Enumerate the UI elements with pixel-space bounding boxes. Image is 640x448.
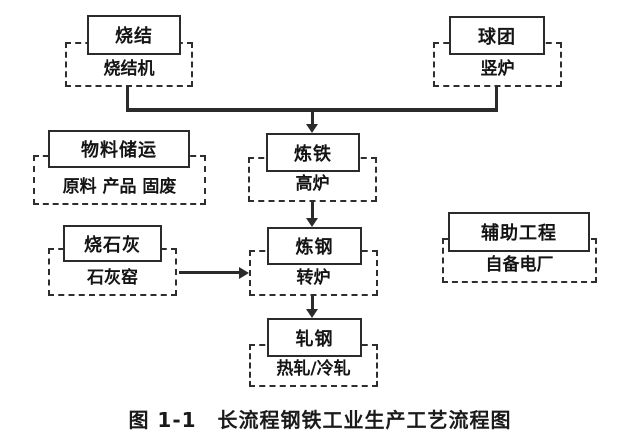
node-sinter-detail: 烧结机 <box>103 59 155 79</box>
connector-merge-to-ironmaking-shaft <box>311 110 314 125</box>
node-pellet-title: 球团 <box>478 26 516 48</box>
node-steelmaking-detail: 转炉 <box>296 268 331 288</box>
node-auxiliary-detail: 自备电厂 <box>485 255 554 275</box>
node-pellet-detail: 竖炉 <box>480 59 515 79</box>
arrow-into-ironmaking-icon <box>306 124 318 133</box>
figure-caption: 图 1-1 长流程钢铁工业生产工艺流程图 <box>128 408 512 432</box>
arrow-into-steelmaking-icon <box>306 218 318 227</box>
node-steelmaking-title: 炼钢 <box>295 237 334 258</box>
node-material-title: 物料储运 <box>81 140 157 161</box>
node-sinter-title: 烧结 <box>115 26 153 47</box>
node-auxiliary-title-box: 辅助工程 <box>448 212 590 252</box>
node-auxiliary-title: 辅助工程 <box>481 223 557 244</box>
node-ironmaking-title: 炼铁 <box>294 143 332 165</box>
node-lime-title: 烧石灰 <box>84 234 141 256</box>
connector-lime-steelmaking-shaft <box>179 271 240 274</box>
connector-pellet-down-line <box>495 87 498 111</box>
node-rolling-title-box: 轧钢 <box>267 318 362 357</box>
arrow-into-rolling-icon <box>306 309 318 318</box>
connector-ironmaking-steelmaking-shaft <box>311 202 314 219</box>
arrow-into-steelmaking-left-icon <box>239 266 249 279</box>
node-ironmaking-title-box: 炼铁 <box>266 133 360 172</box>
node-material-title-box: 物料储运 <box>48 130 190 168</box>
node-sinter-title-box: 烧结 <box>87 15 181 55</box>
node-ironmaking-detail: 高炉 <box>295 174 330 194</box>
node-pellet-title-box: 球团 <box>449 16 545 55</box>
node-rolling-detail: 热轧/冷轧 <box>276 359 351 379</box>
node-material-detail: 原料 产品 固废 <box>62 177 177 197</box>
node-lime-title-box: 烧石灰 <box>63 225 162 262</box>
node-rolling-title: 轧钢 <box>295 328 334 350</box>
connector-steelmaking-rolling-shaft <box>311 296 314 310</box>
node-lime-detail: 石灰窑 <box>87 268 138 288</box>
node-steelmaking-title-box: 炼钢 <box>267 227 362 265</box>
connector-sinter-down-line <box>126 87 129 111</box>
